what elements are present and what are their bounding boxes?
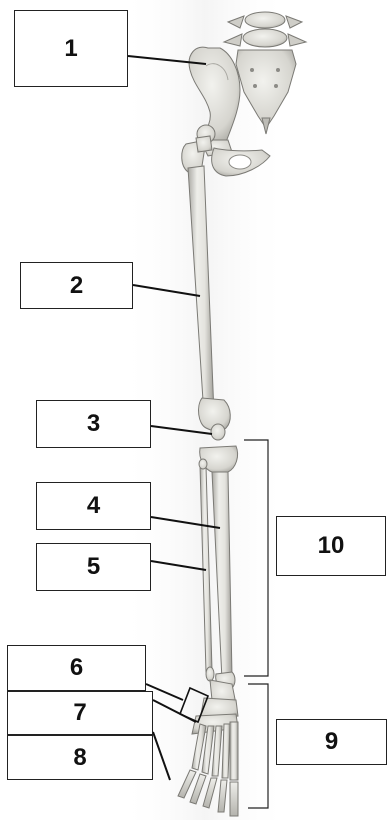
label-1: 1 xyxy=(14,10,128,87)
label-7: 7 xyxy=(7,691,153,735)
label-4: 4 xyxy=(36,482,151,530)
label-10: 10 xyxy=(276,516,386,576)
label-3: 3 xyxy=(36,400,151,448)
patella xyxy=(211,424,225,440)
label-8: 8 xyxy=(7,735,153,780)
label-6: 6 xyxy=(7,645,146,691)
label-5: 5 xyxy=(36,543,151,591)
label-9: 9 xyxy=(276,719,387,765)
label-2: 2 xyxy=(20,262,133,309)
